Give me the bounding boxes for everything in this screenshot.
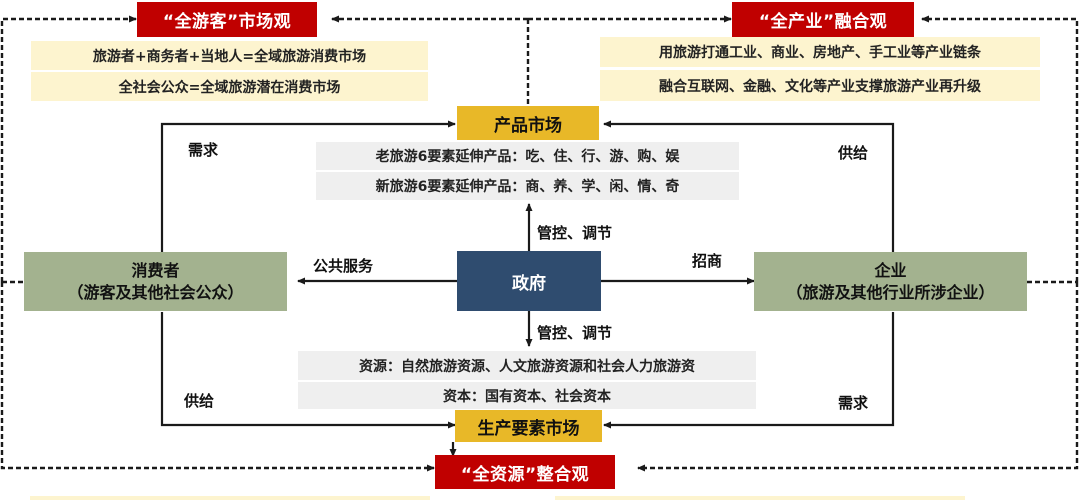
actor-enterprise-subtitle: （旅游及其他行业所涉企业） xyxy=(786,282,995,302)
label-supply-top: 供给 xyxy=(838,143,869,162)
product-detail-old: 老旅游6要素延伸产品：吃、住、行、游、购、娱 xyxy=(316,142,739,170)
actor-enterprise: 企业 （旅游及其他行业所涉企业） xyxy=(754,252,1027,311)
bottom-strip-right xyxy=(555,496,965,500)
actor-consumer-title: 消费者 xyxy=(131,260,180,280)
actor-consumer: 消费者 （游客及其他社会公众） xyxy=(24,252,287,311)
factor-detail-resources: 资源：自然旅游资源、人文旅游资源和社会人力旅游资 xyxy=(298,351,756,380)
product-market: 产品市场 xyxy=(457,106,599,140)
note-all-tourists-1: 旅游者+商务者+当地人=全域旅游消费市场 xyxy=(31,41,428,70)
bottom-strip-left xyxy=(30,496,430,500)
label-gov-regulate-down: 管控、调节 xyxy=(537,323,613,342)
label-investment: 招商 xyxy=(692,251,723,270)
concept-all-resources: “全资源”整合观 xyxy=(435,455,615,489)
actor-consumer-subtitle: （游客及其他社会公众） xyxy=(67,282,244,302)
solid-connectors xyxy=(160,120,895,457)
concept-all-industry: “全产业”融合观 xyxy=(732,2,914,37)
label-demand-bottom: 需求 xyxy=(838,393,869,412)
note-all-tourists-2: 全社会公众=全域旅游潜在消费市场 xyxy=(31,72,428,101)
label-supply-bottom: 供给 xyxy=(184,391,215,410)
factor-market: 生产要素市场 xyxy=(455,410,602,442)
dashed-frame xyxy=(0,15,1079,472)
label-demand-top: 需求 xyxy=(188,140,219,159)
label-gov-regulate-up: 管控、调节 xyxy=(537,223,613,242)
product-detail-new: 新旅游6要素延伸产品：商、养、学、闲、情、奇 xyxy=(316,172,739,200)
actor-government: 政府 xyxy=(457,251,601,311)
factor-detail-capital: 资本：国有资本、社会资本 xyxy=(298,382,756,409)
note-all-industry-1: 用旅游打通工业、商业、房地产、手工业等产业链条 xyxy=(600,37,1040,67)
note-all-industry-2: 融合互联网、金融、文化等产业支撑旅游产业再升级 xyxy=(600,70,1040,101)
concept-all-tourists: “全游客”市场观 xyxy=(137,2,317,37)
label-public-service: 公共服务 xyxy=(313,256,374,275)
actor-enterprise-title: 企业 xyxy=(874,260,907,280)
